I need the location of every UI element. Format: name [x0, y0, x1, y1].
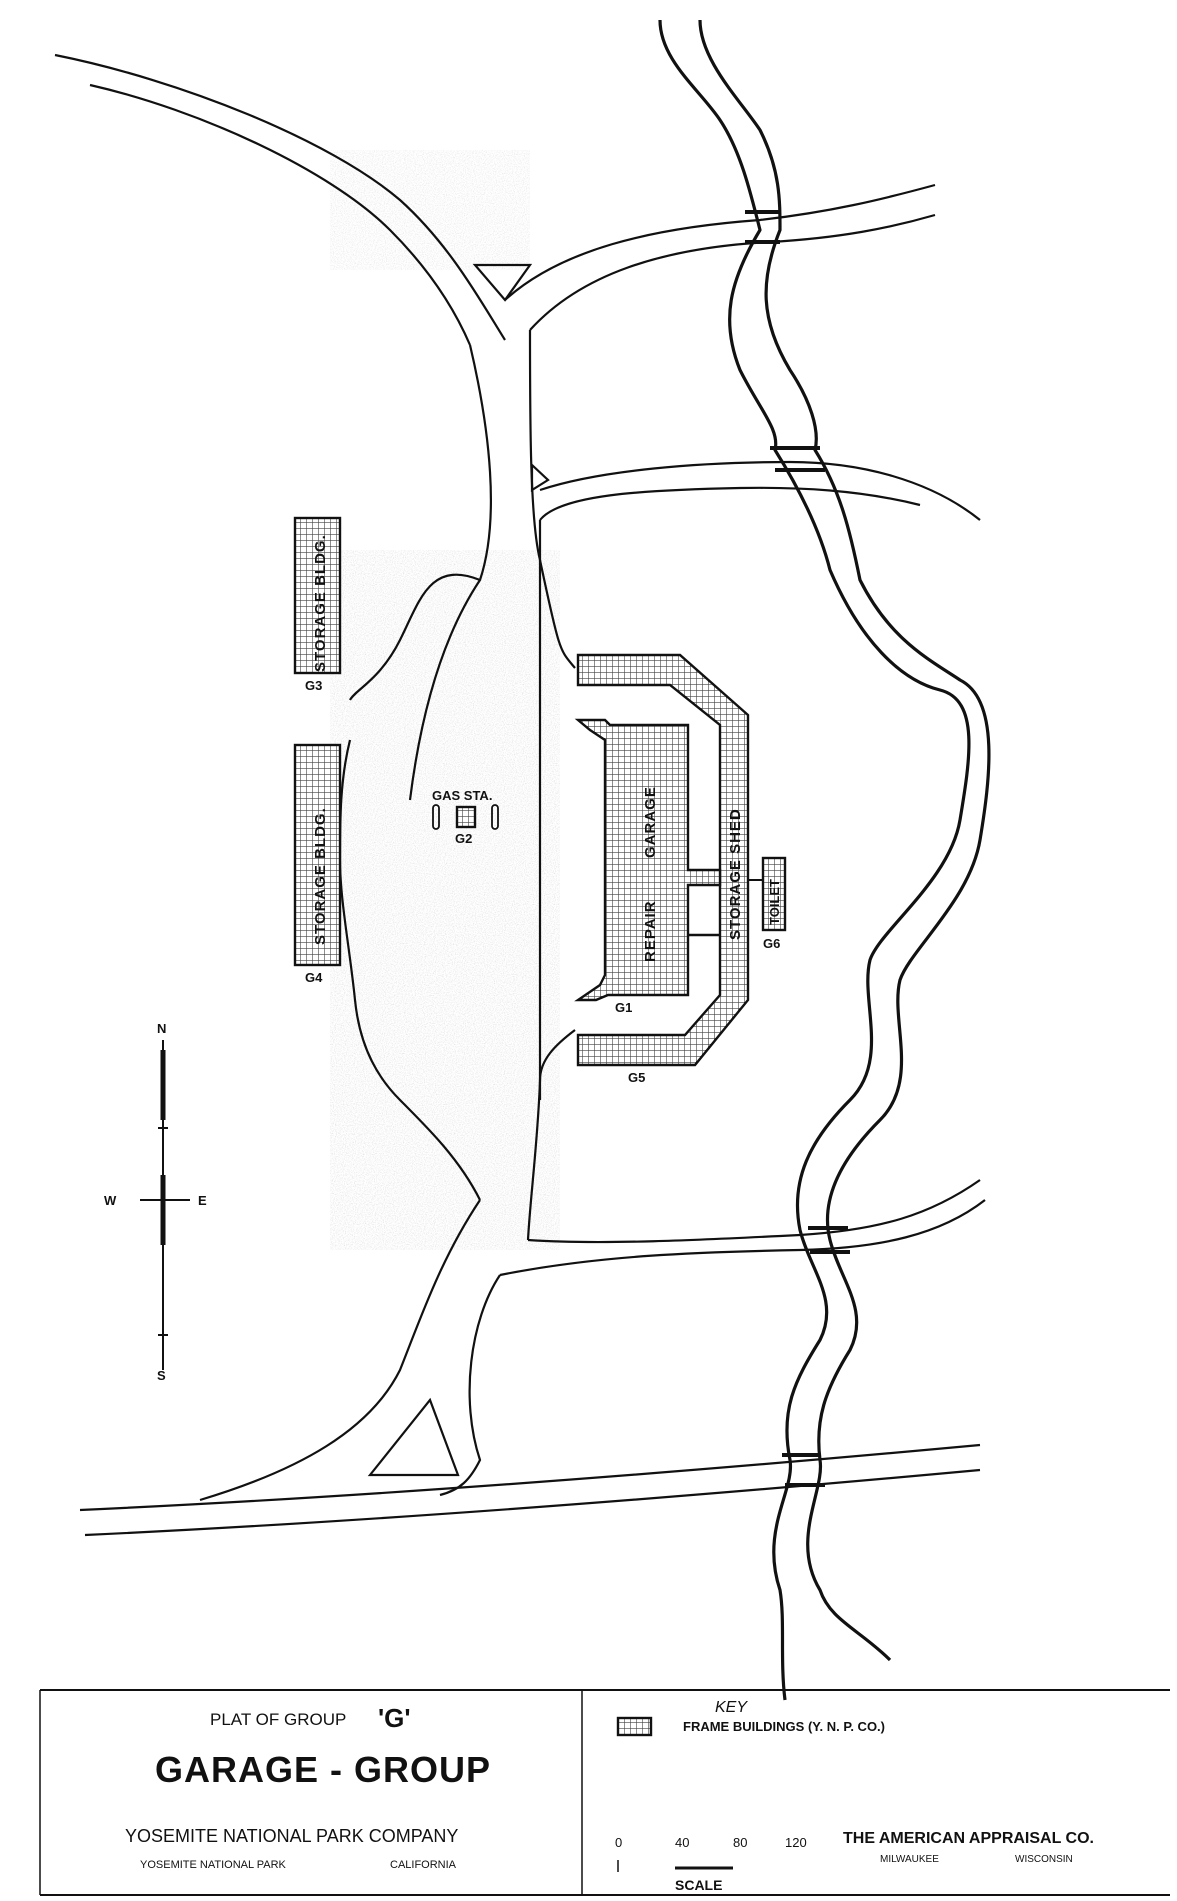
scale-tick-80: 80 — [733, 1835, 747, 1850]
scale-label: SCALE — [675, 1877, 722, 1893]
highway-south-edge-a — [79, 1443, 981, 1512]
building-g2 — [455, 805, 477, 829]
compass-south: S — [157, 1368, 166, 1383]
appraiser-name: THE AMERICAN APPRAISAL CO. — [843, 1830, 1094, 1847]
appraiser-city: MILWAUKEE — [880, 1854, 939, 1865]
building-g3-label: STORAGE BLDG. — [312, 534, 329, 672]
scale-tick-0: 0 — [615, 1835, 622, 1850]
building-g3-code: G3 — [305, 678, 322, 693]
building-g4-code: G4 — [305, 970, 323, 985]
scale-tick-120: 120 — [785, 1835, 807, 1850]
bridge-south — [808, 1226, 850, 1254]
traffic-island-north — [472, 263, 533, 302]
loop-road-outer — [539, 460, 981, 521]
gas-pump-east — [491, 804, 499, 830]
loop-road-south — [527, 1179, 981, 1244]
building-g3 — [293, 516, 342, 675]
loop-road-south-outer — [499, 1199, 986, 1277]
river-bank-east — [698, 19, 991, 1662]
building-g5-label: STORAGE SHED — [727, 808, 744, 940]
buildings: STORAGE BLDG. G3 STORAGE BLDG. G4 GAS ST… — [293, 516, 787, 1085]
key-swatch — [616, 1716, 653, 1737]
compass-rose: N S E W — [104, 1021, 207, 1383]
bridge-middle — [770, 446, 825, 472]
building-g4 — [293, 743, 342, 967]
roads — [54, 53, 986, 1537]
traffic-island-small — [530, 462, 550, 492]
traffic-island-south — [367, 1397, 460, 1477]
main-title: GARAGE - GROUP — [155, 1749, 491, 1790]
building-g6 — [761, 856, 787, 932]
compass-east: E — [198, 1193, 207, 1208]
group-letter: 'G' — [378, 1703, 411, 1733]
location-state: CALIFORNIA — [390, 1859, 457, 1871]
bridge-highway — [782, 1453, 825, 1487]
compass-north: N — [157, 1021, 166, 1036]
building-g4-label: STORAGE BLDG. — [312, 807, 329, 945]
key-title: KEY — [715, 1699, 748, 1716]
road-northeast-edge-a — [504, 183, 936, 301]
scale-tick-40: 40 — [675, 1835, 689, 1850]
road-central-east-edge — [528, 329, 542, 561]
building-g1-code: G1 — [615, 1000, 632, 1015]
compass-west: W — [104, 1193, 117, 1208]
loop-road-inner-north — [539, 486, 921, 521]
road-southwest-edge-a — [199, 1199, 481, 1502]
building-g2-label: GAS STA. — [432, 788, 492, 803]
appraiser-state: WISCONSIN — [1015, 1854, 1073, 1865]
building-g5-code: G5 — [628, 1070, 645, 1085]
building-g2-code: G2 — [455, 831, 472, 846]
road-northeast-edge-b — [529, 213, 936, 331]
plat-label: PLAT OF GROUP — [210, 1710, 346, 1729]
bridge-north — [745, 210, 780, 244]
location-park: YOSEMITE NATIONAL PARK — [140, 1859, 287, 1871]
building-g1-label-a: REPAIR — [642, 900, 659, 962]
building-g6-label: TOILET — [767, 879, 782, 925]
title-block: PLAT OF GROUP 'G' GARAGE - GROUP YOSEMIT… — [39, 1689, 1170, 1896]
river-bank-west — [658, 19, 971, 1701]
building-g1-label-b: GARAGE — [642, 786, 659, 858]
gas-pump-west — [432, 804, 440, 830]
river — [658, 19, 991, 1701]
key-item: FRAME BUILDINGS (Y. N. P. CO.) — [683, 1719, 885, 1734]
building-g5 — [576, 653, 750, 1067]
road-southwest-edge-b — [439, 1274, 501, 1497]
building-g1 — [574, 718, 722, 1002]
company-name: YOSEMITE NATIONAL PARK COMPANY — [125, 1826, 458, 1846]
building-g6-code: G6 — [763, 936, 780, 951]
